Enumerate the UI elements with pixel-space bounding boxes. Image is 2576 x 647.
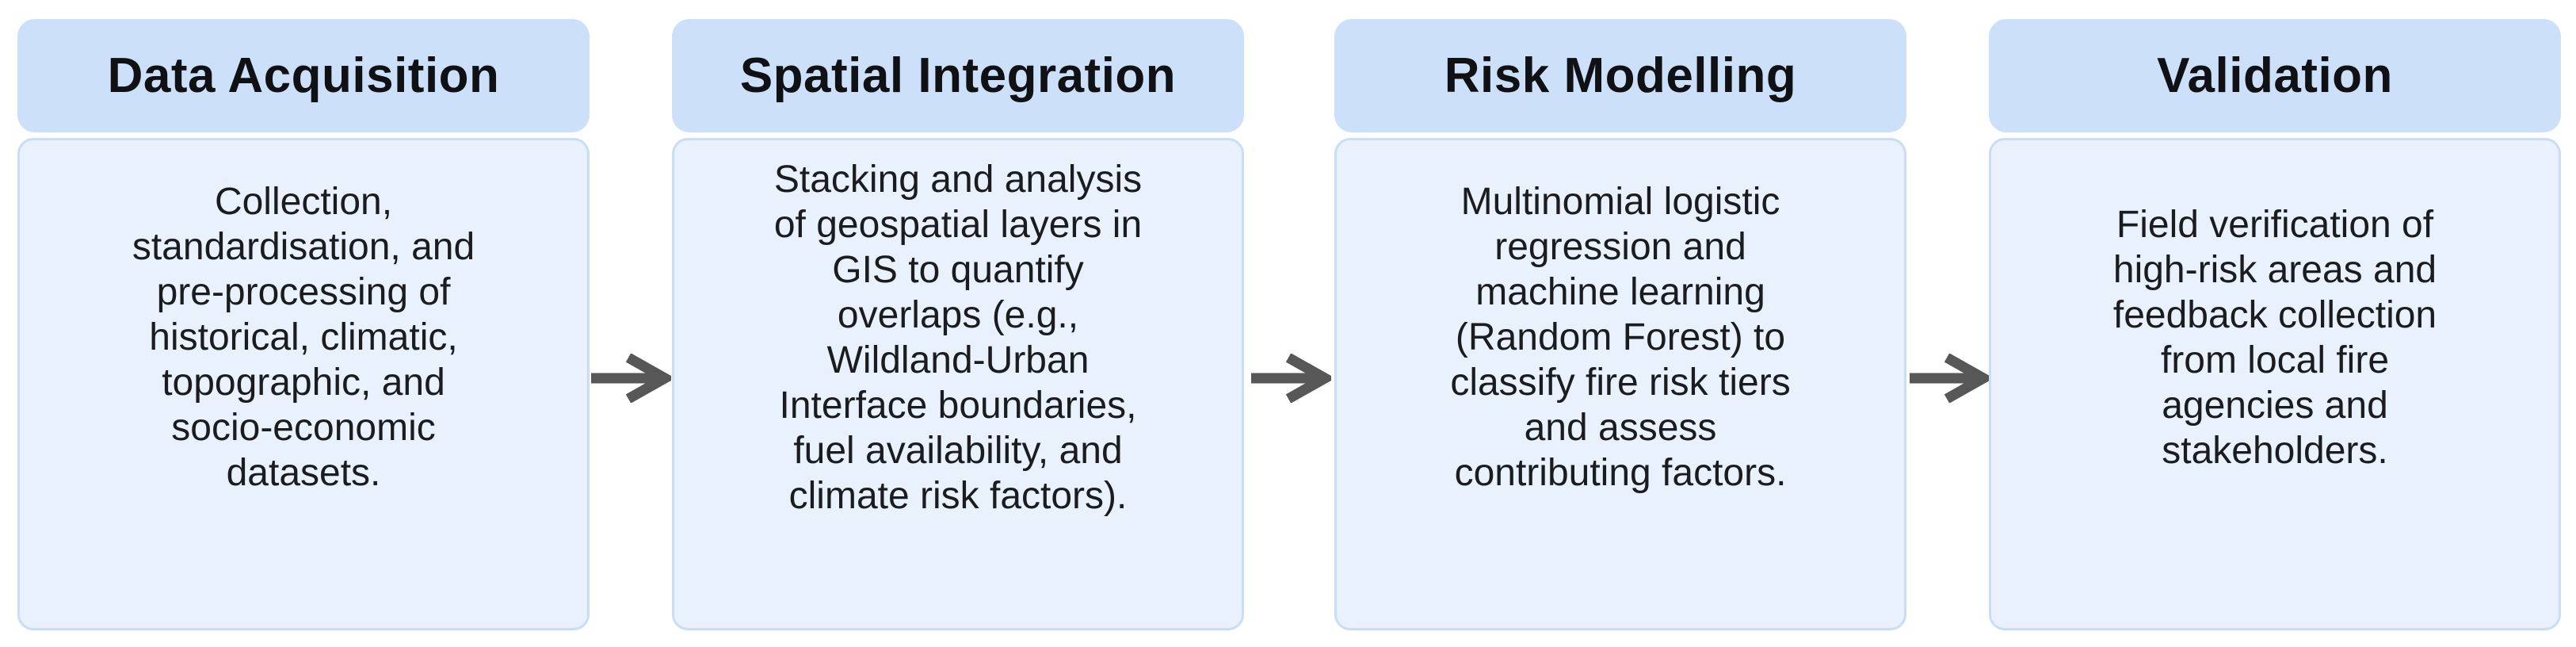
- arrow-right-icon: [1249, 354, 1331, 403]
- flow-step-risk-modelling: Risk Modelling Multinomial logistic regr…: [1334, 19, 1906, 630]
- step-title: Validation: [2157, 48, 2393, 103]
- step-header: Validation: [1989, 19, 2561, 132]
- flow-step-data-acquisition: Data Acquisition Collection, standardisa…: [17, 19, 590, 630]
- step-title: Risk Modelling: [1444, 48, 1797, 103]
- step-body: Stacking and analysis of geospatial laye…: [672, 138, 1244, 630]
- step-body: Field verification of high-risk areas an…: [1989, 138, 2561, 630]
- arrow-right-icon: [1907, 354, 1990, 403]
- step-header: Data Acquisition: [17, 19, 590, 132]
- step-description: Collection, standardisation, and pre-pro…: [132, 181, 475, 494]
- step-description: Multinomial logistic regression and mach…: [1450, 181, 1791, 494]
- arrow-right-icon: [589, 354, 671, 403]
- flow-step-validation: Validation Field verification of high-ri…: [1989, 19, 2561, 630]
- flow-step-spatial-integration: Spatial Integration Stacking and analysi…: [672, 19, 1244, 630]
- step-body: Multinomial logistic regression and mach…: [1334, 138, 1906, 630]
- step-title: Data Acquisition: [107, 48, 500, 103]
- step-header: Risk Modelling: [1334, 19, 1906, 132]
- step-description: Stacking and analysis of geospatial laye…: [773, 158, 1143, 517]
- step-body: Collection, standardisation, and pre-pro…: [17, 138, 590, 630]
- step-title: Spatial Integration: [739, 48, 1177, 103]
- step-description: Field verification of high-risk areas an…: [2112, 203, 2437, 472]
- step-header: Spatial Integration: [672, 19, 1244, 132]
